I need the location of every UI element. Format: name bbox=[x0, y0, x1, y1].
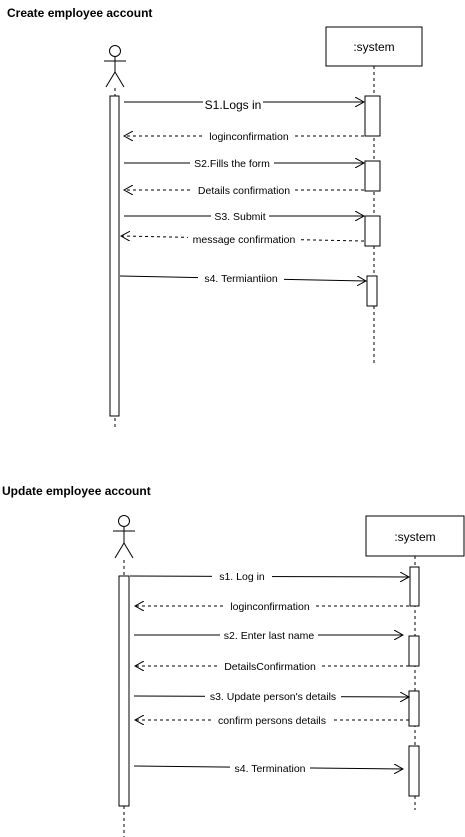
message-label: loginconfirmation bbox=[230, 601, 310, 613]
message-arrow: s4. Termination bbox=[133, 762, 403, 775]
diagram-create-employee: Create employee account :system S1.Logs … bbox=[7, 6, 423, 428]
system-activation-bar bbox=[409, 566, 420, 607]
message-arrow: s3. Update person's details bbox=[133, 690, 409, 703]
system-box bbox=[365, 515, 465, 557]
return-arrow: Details confirmation bbox=[124, 184, 364, 197]
diagram-update-employee: Update employee account :system s1. Log … bbox=[2, 484, 465, 837]
message-arrow: s4. Termiantiion bbox=[119, 272, 366, 285]
message-label: s2. Enter last name bbox=[224, 630, 315, 642]
message-arrow: S1.Logs in bbox=[124, 97, 364, 112]
message-label: s3. Update person's details bbox=[210, 691, 336, 703]
system-label: :system bbox=[394, 530, 435, 544]
return-arrow: loginconfirmation bbox=[135, 600, 409, 613]
message-arrow: s2. Enter last name bbox=[134, 629, 403, 642]
system-activation-bar bbox=[366, 275, 378, 307]
system-box bbox=[325, 26, 423, 67]
actor-icon bbox=[113, 515, 135, 559]
message-label: message confirmation bbox=[193, 234, 296, 246]
message-arrow: s1. Log in bbox=[129, 570, 409, 583]
system-activation-bar bbox=[408, 635, 420, 667]
diagram-title: Create employee account bbox=[7, 6, 152, 20]
return-arrow: confirm persons details bbox=[135, 714, 409, 727]
return-arrow: loginconfirmation bbox=[124, 130, 364, 143]
system-activation-bar bbox=[364, 95, 381, 137]
system-activation-bar bbox=[408, 745, 420, 797]
message-label: s1. Log in bbox=[219, 571, 265, 583]
system-activation-bar bbox=[364, 215, 381, 247]
message-label: confirm persons details bbox=[218, 715, 326, 727]
return-arrow: DetailsConfirmation bbox=[135, 660, 409, 673]
message-label: Details confirmation bbox=[198, 185, 290, 197]
message-arrow: S2.Fills the form bbox=[124, 157, 364, 170]
message-arrow: S3. Submit bbox=[124, 210, 364, 223]
message-label: S2.Fills the form bbox=[194, 158, 270, 170]
message-label: s4. Termination bbox=[234, 763, 305, 775]
diagram-title: Update employee account bbox=[2, 484, 151, 498]
return-arrow: message confirmation bbox=[121, 233, 365, 246]
message-label: s4. Termiantiion bbox=[204, 273, 278, 285]
message-label: S1.Logs in bbox=[205, 98, 262, 112]
message-label: S3. Submit bbox=[214, 211, 265, 223]
message-label: loginconfirmation bbox=[209, 131, 289, 143]
actor-activation-bar bbox=[109, 95, 120, 417]
system-label: :system bbox=[353, 40, 394, 54]
actor-icon bbox=[104, 45, 126, 88]
system-activation-bar bbox=[364, 160, 381, 192]
message-label: DetailsConfirmation bbox=[224, 661, 316, 673]
system-activation-bar bbox=[408, 690, 420, 727]
actor-activation-bar bbox=[118, 575, 130, 807]
